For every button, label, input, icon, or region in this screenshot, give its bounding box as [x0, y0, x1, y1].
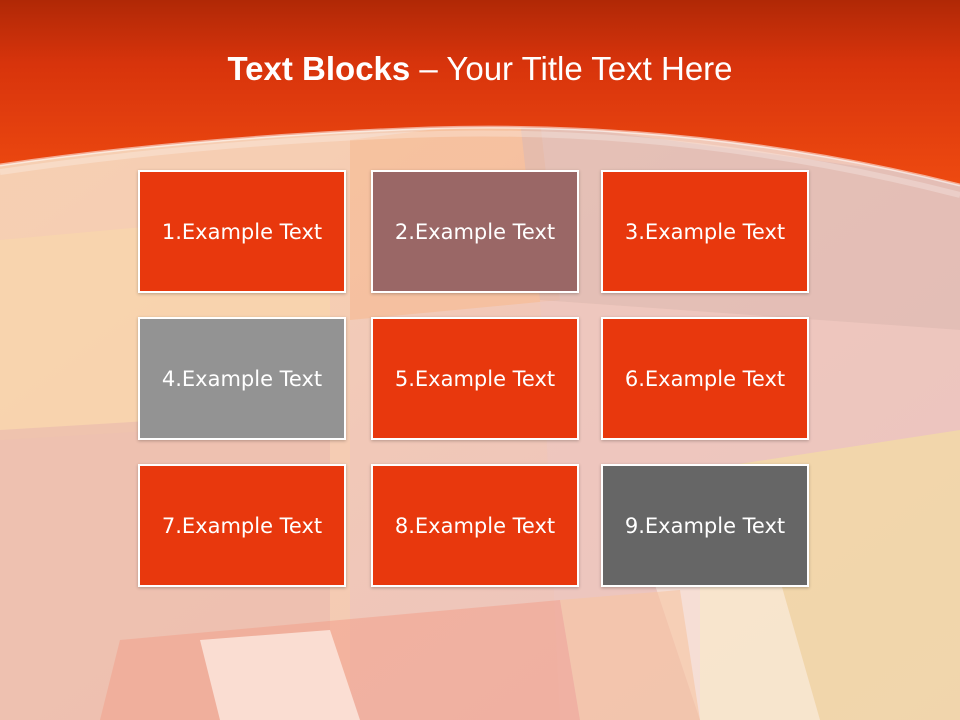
text-block-7[interactable]: 7.Example Text [138, 464, 346, 587]
slide-title: Text Blocks – Your Title Text Here [0, 50, 960, 88]
title-rest: Your Title Text Here [446, 50, 733, 87]
text-block-4[interactable]: 4.Example Text [138, 317, 346, 440]
text-block-5[interactable]: 5.Example Text [371, 317, 579, 440]
text-block-1[interactable]: 1.Example Text [138, 170, 346, 293]
text-block-8[interactable]: 8.Example Text [371, 464, 579, 587]
text-block-9[interactable]: 9.Example Text [601, 464, 809, 587]
text-block-3[interactable]: 3.Example Text [601, 170, 809, 293]
text-block-grid: 1.Example Text 2.Example Text 3.Example … [138, 170, 816, 594]
text-block-6[interactable]: 6.Example Text [601, 317, 809, 440]
text-block-2[interactable]: 2.Example Text [371, 170, 579, 293]
title-bold: Text Blocks [227, 50, 411, 87]
title-separator: – [410, 50, 447, 87]
